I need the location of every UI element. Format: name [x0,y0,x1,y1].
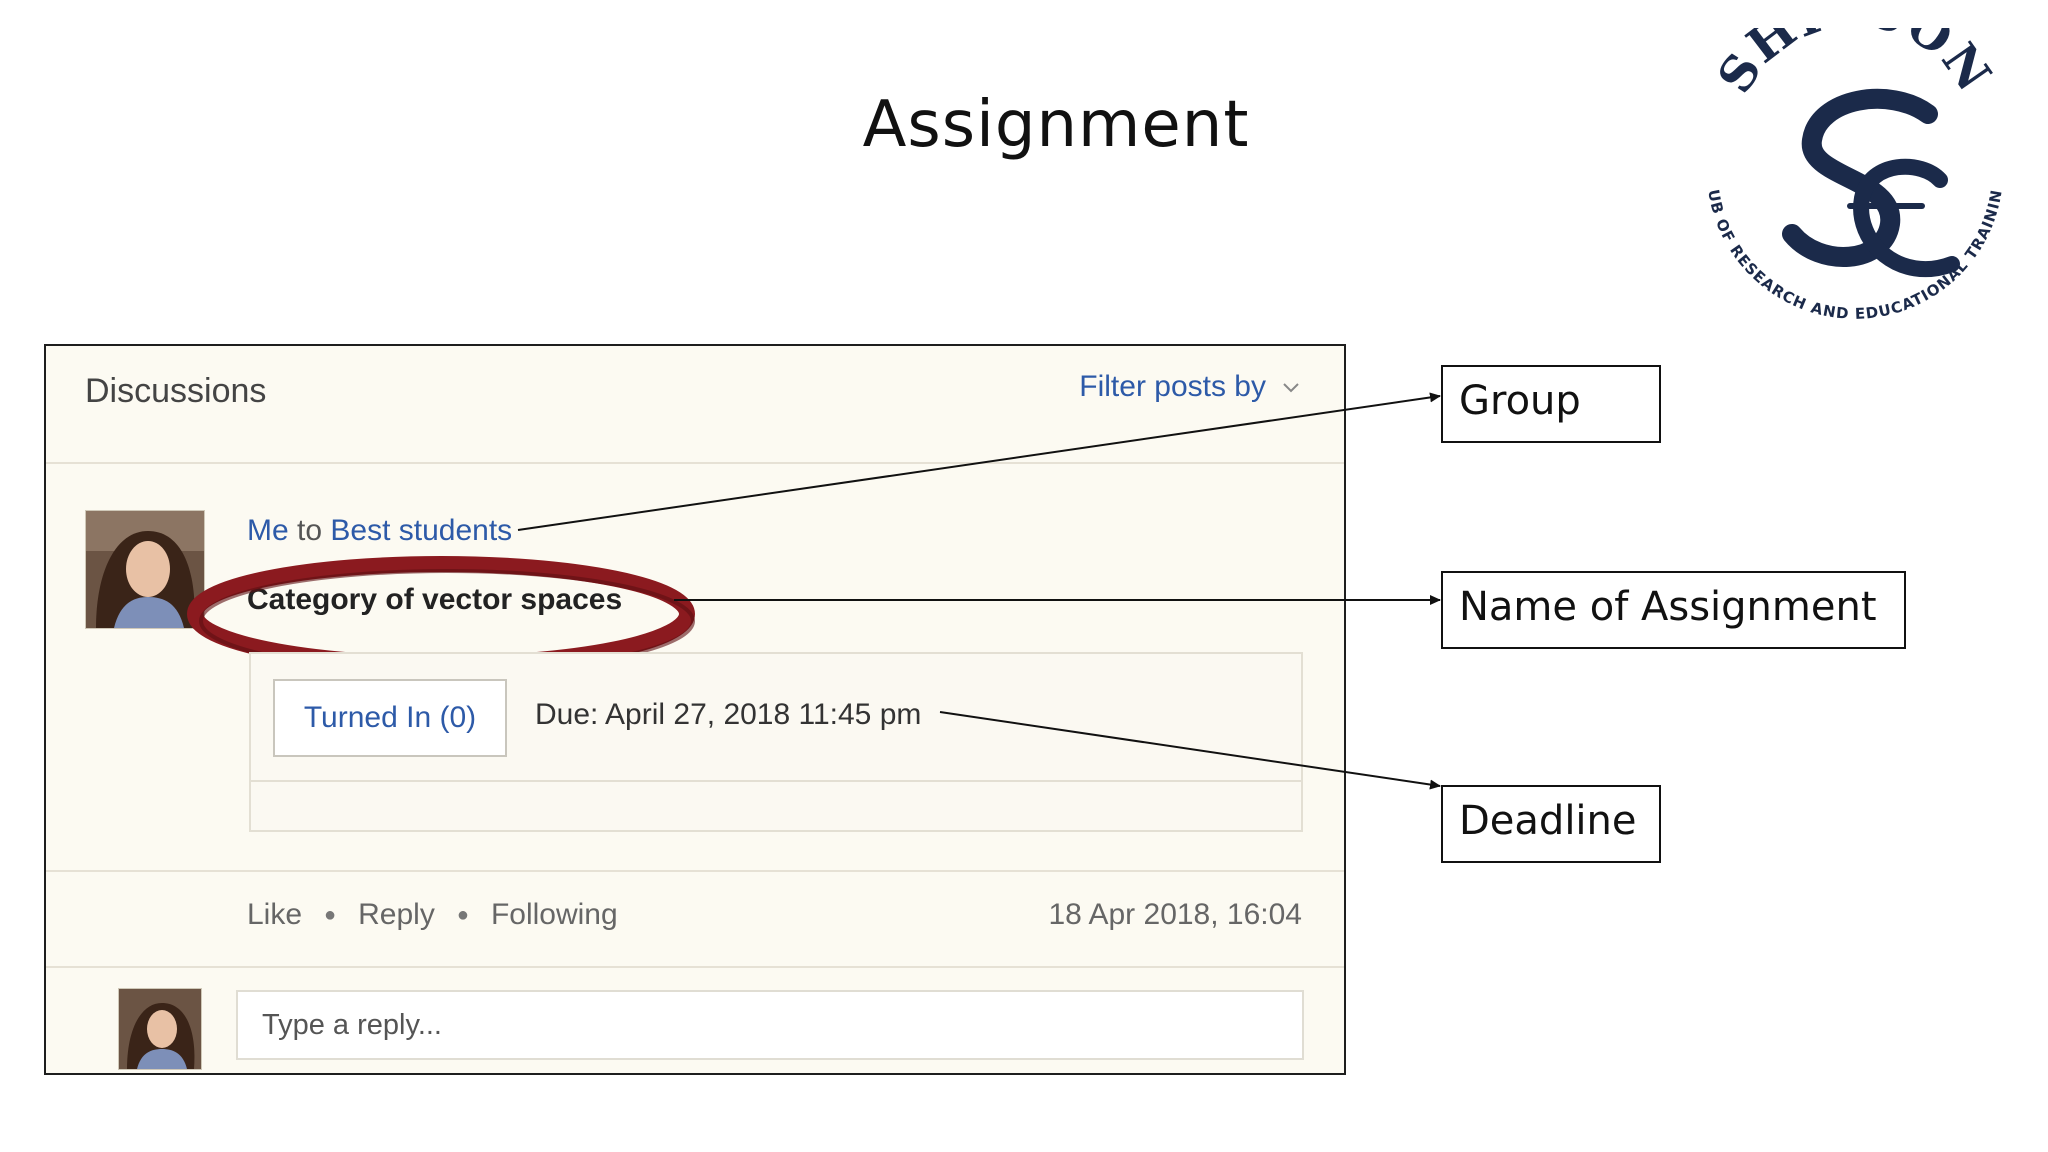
reply-avatar[interactable] [118,988,202,1070]
turned-in-button[interactable]: Turned In (0) [273,679,507,757]
like-link[interactable]: Like [247,898,303,931]
assignment-box: Turned In (0) Due: April 27, 2018 11:45 … [249,652,1303,832]
callout-assignment-name: Name of Assignment [1441,571,1906,649]
assignment-name[interactable]: Category of vector spaces [247,583,623,616]
assignment-box-divider [251,780,1301,782]
post-meta: Me to Best students [247,514,512,548]
discussions-panel: Discussions Filter posts by Me to Best s… [44,344,1346,1075]
to-word: to [297,514,323,547]
slide-title: Assignment [862,88,1250,162]
due-date: Due: April 27, 2018 11:45 pm [535,698,922,731]
post-timestamp: 18 Apr 2018, 16:04 [1048,898,1302,931]
reply-link[interactable]: Reply [358,898,435,931]
logo-monogram [1782,88,1960,278]
callout-group: Group [1441,365,1661,443]
author-avatar[interactable] [85,510,205,629]
panel-header: Discussions Filter posts by [46,346,1344,464]
author-link[interactable]: Me [247,514,289,547]
post-actions: Like ● Reply ● Following [247,898,618,932]
filter-posts-label: Filter posts by [1079,370,1266,403]
callout-deadline: Deadline [1441,785,1661,863]
reply-input[interactable] [236,990,1304,1060]
chevron-down-icon [1283,383,1299,393]
separator-dot: ● [456,903,469,926]
shipcon-logo: SHIPCON HUB OF RESEARCH AND EDUCATIONAL … [1700,28,2005,323]
separator-dot: ● [324,903,337,926]
group-link[interactable]: Best students [330,514,513,547]
panel-title: Discussions [85,372,267,410]
post-actions-row: Like ● Reply ● Following 18 Apr 2018, 16… [46,870,1344,968]
following-link[interactable]: Following [490,898,618,931]
filter-posts-dropdown[interactable]: Filter posts by [1079,370,1302,404]
